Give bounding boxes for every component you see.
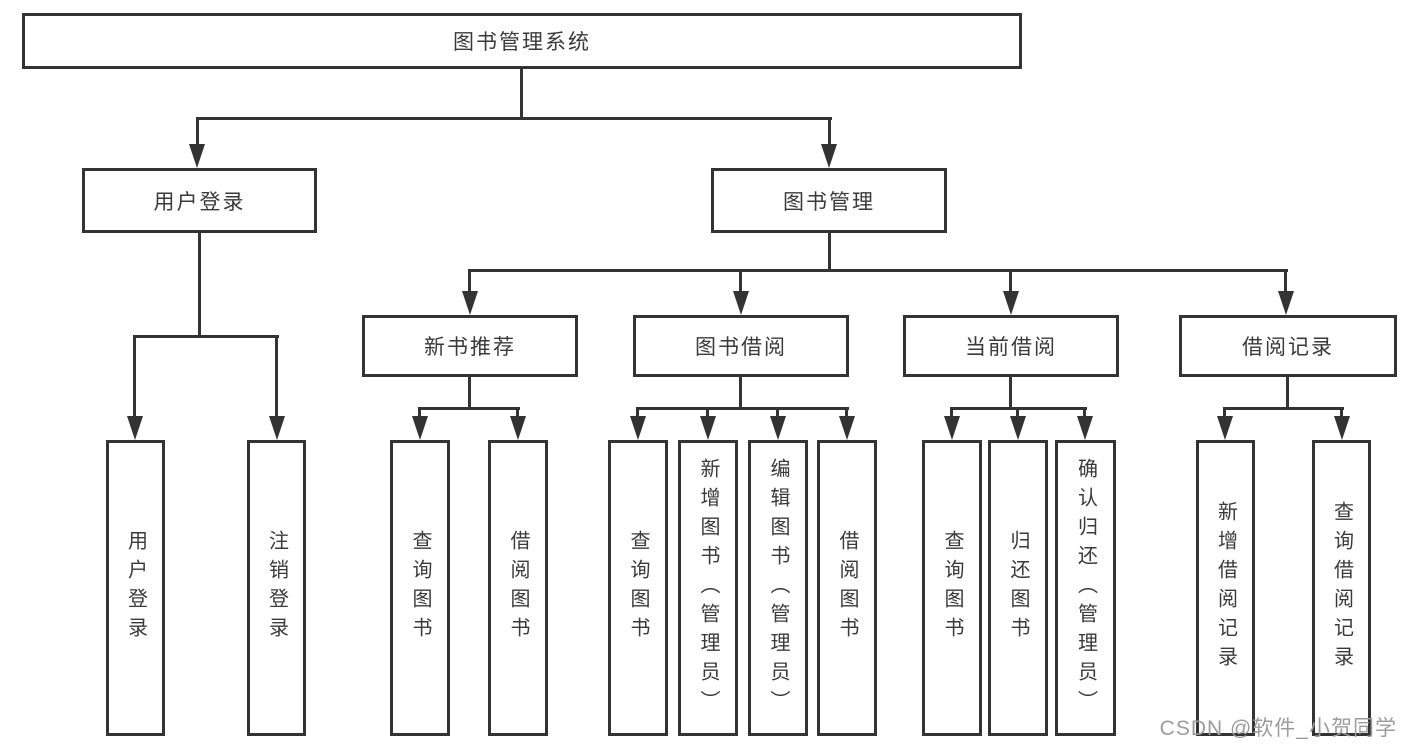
- connector-vline: [275, 335, 278, 420]
- connector-hline: [1223, 407, 1344, 410]
- node-new-book-recommend-label: 新书推荐: [424, 336, 516, 359]
- connector-vline: [133, 335, 136, 420]
- connector-vline: [828, 117, 831, 147]
- node-book-borrow-label: 图书借阅: [695, 336, 787, 359]
- connector-hline: [418, 407, 520, 410]
- leaf-borrow-books-recommend-label: 借阅图书: [507, 530, 529, 646]
- leaf-query-borrow-record-label: 查询借阅记录: [1330, 501, 1353, 675]
- connector-vline: [1223, 407, 1226, 422]
- node-user-login-label: 用户登录: [153, 190, 246, 214]
- node-book-borrow: 图书借阅: [633, 315, 849, 377]
- arrowhead-down: [412, 416, 428, 440]
- leaf-query-borrow-record: 查询借阅记录: [1312, 440, 1371, 736]
- leaf-user-login-label: 用户登录: [124, 530, 147, 646]
- connector-vline: [776, 407, 779, 422]
- arrowhead-down: [700, 416, 716, 440]
- leaf-edit-books-admin: 编辑图书（管理员）: [748, 440, 808, 736]
- leaf-add-borrow-record: 新增借阅记录: [1196, 440, 1255, 736]
- arrowhead-down: [839, 416, 855, 440]
- connector-vline: [828, 233, 831, 272]
- connector-vline: [1009, 377, 1012, 410]
- node-book-management: 图书管理: [711, 168, 947, 233]
- arrowhead-down: [630, 416, 646, 440]
- leaf-confirm-return-admin-label: 确认归还（管理员）: [1074, 457, 1097, 719]
- leaf-query-books-borrow: 查询图书: [608, 440, 668, 736]
- leaf-query-books-recommend: 查询图书: [390, 440, 450, 736]
- leaf-borrow-books-recommend: 借阅图书: [488, 440, 548, 736]
- connector-hline: [636, 407, 849, 410]
- connector-hline: [196, 117, 832, 120]
- leaf-query-books-borrow-label: 查询图书: [627, 530, 649, 646]
- leaf-query-books-current-label: 查询图书: [941, 530, 963, 646]
- connector-vline: [636, 407, 639, 422]
- arrowhead-down: [733, 291, 749, 315]
- arrowhead-down: [944, 416, 960, 440]
- leaf-user-login: 用户登录: [106, 440, 165, 736]
- connector-vline: [468, 269, 471, 295]
- arrowhead-down: [269, 416, 285, 440]
- node-new-book-recommend: 新书推荐: [362, 315, 578, 377]
- arrowhead-down: [1334, 416, 1350, 440]
- leaf-add-books-admin: 新增图书（管理员）: [678, 440, 738, 736]
- leaf-edit-books-admin-label: 编辑图书（管理员）: [767, 457, 789, 719]
- node-borrow-records: 借阅记录: [1179, 315, 1397, 377]
- leaf-query-books-current: 查询图书: [922, 440, 982, 736]
- leaf-logout-label: 注销登录: [265, 530, 288, 646]
- connector-vline: [950, 407, 953, 422]
- connector-vline: [516, 407, 519, 422]
- node-root: 图书管理系统: [22, 13, 1022, 69]
- arrowhead-down: [1010, 416, 1026, 440]
- arrowhead-down: [821, 144, 837, 168]
- node-user-login: 用户登录: [82, 168, 317, 233]
- leaf-borrow-books-label: 借阅图书: [836, 530, 858, 646]
- arrowhead-down: [510, 416, 526, 440]
- arrowhead-down: [189, 144, 205, 168]
- connector-vline: [1009, 269, 1012, 295]
- connector-vline: [739, 377, 742, 410]
- connector-hline: [468, 269, 1288, 272]
- connector-vline: [1016, 407, 1019, 422]
- leaf-query-books-recommend-label: 查询图书: [409, 530, 431, 646]
- arrowhead-down: [1278, 291, 1294, 315]
- leaf-add-books-admin-label: 新增图书（管理员）: [697, 457, 719, 719]
- leaf-borrow-books: 借阅图书: [817, 440, 877, 736]
- connector-vline: [1286, 377, 1289, 410]
- connector-vline: [845, 407, 848, 422]
- connector-vline: [520, 69, 523, 119]
- node-current-borrow: 当前借阅: [903, 315, 1119, 377]
- connector-vline: [1284, 269, 1287, 295]
- node-current-borrow-label: 当前借阅: [965, 336, 1057, 359]
- connector-vline: [196, 117, 199, 147]
- connector-vline: [706, 407, 709, 422]
- connector-vline: [468, 377, 471, 410]
- arrowhead-down: [1003, 291, 1019, 315]
- arrowhead-down: [127, 416, 143, 440]
- leaf-logout: 注销登录: [247, 440, 306, 736]
- leaf-add-borrow-record-label: 新增借阅记录: [1214, 501, 1237, 675]
- connector-vline: [1083, 407, 1086, 422]
- connector-vline: [739, 269, 742, 295]
- csdn-watermark: CSDN @软件_小贺同学: [1159, 717, 1397, 740]
- node-book-management-label: 图书管理: [783, 190, 875, 214]
- leaf-return-books-label: 归还图书: [1007, 530, 1029, 646]
- arrowhead-down: [1217, 416, 1233, 440]
- arrowhead-down: [770, 416, 786, 440]
- connector-vline: [418, 407, 421, 422]
- connector-vline: [1340, 407, 1343, 422]
- leaf-return-books: 归还图书: [988, 440, 1048, 736]
- connector-vline: [198, 233, 201, 338]
- node-root-label: 图书管理系统: [453, 31, 591, 54]
- arrowhead-down: [1077, 416, 1093, 440]
- node-borrow-records-label: 借阅记录: [1242, 336, 1334, 359]
- arrowhead-down: [462, 291, 478, 315]
- leaf-confirm-return-admin: 确认归还（管理员）: [1055, 440, 1116, 736]
- connector-hline: [133, 335, 279, 338]
